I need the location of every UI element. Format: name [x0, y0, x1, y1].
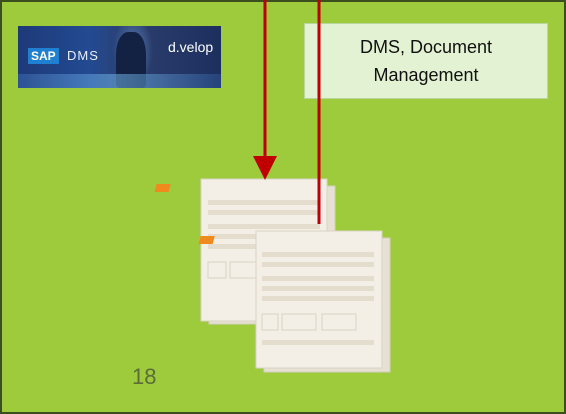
develop-logo-text: d.velop	[168, 39, 214, 55]
document-stack-front	[198, 230, 391, 373]
slide-page-number: 18	[132, 364, 157, 389]
dms-logo-text: DMS	[67, 48, 99, 63]
document-logo-mark	[198, 236, 215, 244]
callout-text: DMS, Document Management	[359, 37, 493, 85]
sap-dms-develop-logo: SAP DMS d.velop	[18, 26, 221, 88]
logo-floor-light	[18, 74, 221, 88]
sap-logo-badge: SAP	[28, 48, 59, 64]
dms-callout-box: DMS, Document Management	[304, 23, 548, 99]
document-logo-mark	[154, 184, 171, 192]
